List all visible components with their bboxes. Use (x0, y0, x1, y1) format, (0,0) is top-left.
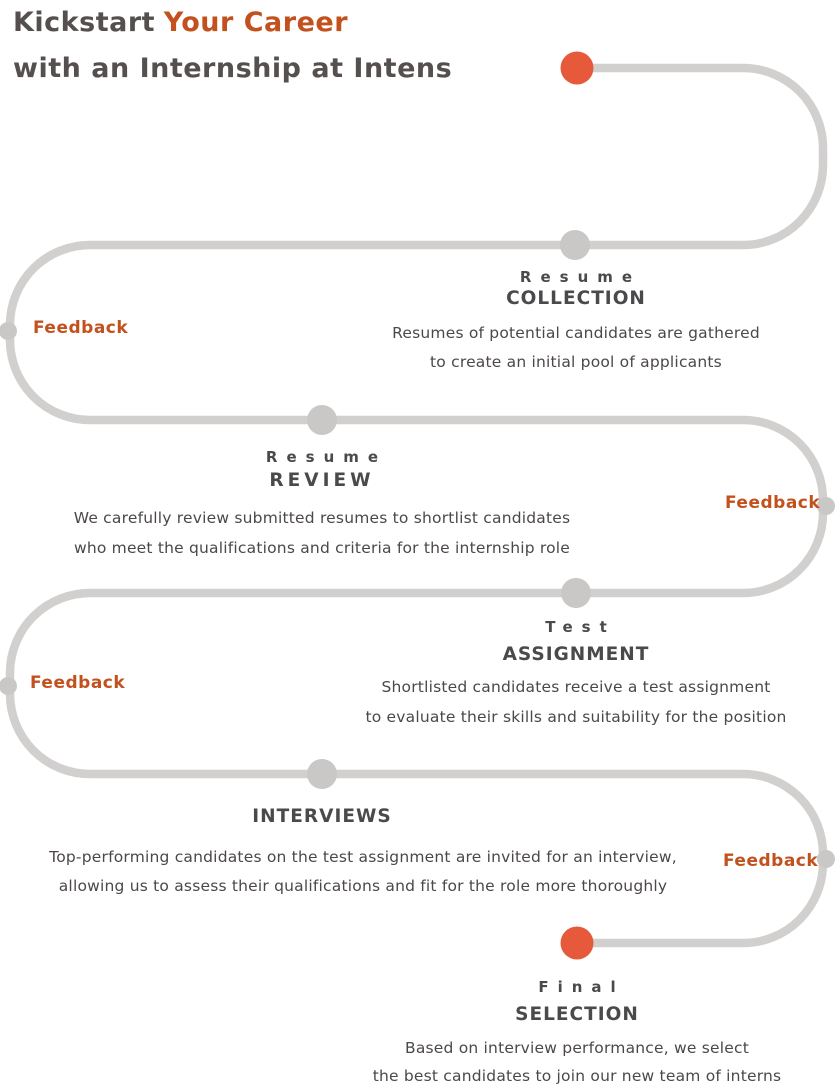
feedback-dot-1 (0, 322, 17, 340)
step-description-line1: We carefully review submitted resumes to… (73, 509, 571, 527)
step-description-line1: Resumes of potential candidates are gath… (392, 324, 760, 342)
step-kicker: Resume (265, 448, 388, 466)
node-dot-test-assignment (561, 578, 591, 608)
feedback-dot-2 (817, 497, 835, 515)
start-dot (560, 51, 594, 85)
step-title: INTERVIEWS (252, 806, 392, 827)
feedback-dot-3 (0, 677, 17, 695)
page-title-line2: with an Internship at Intens (13, 53, 453, 84)
node-dot-resume-review (307, 405, 337, 435)
step-resume-review: Resume REVIEW We carefully review submit… (42, 448, 602, 557)
step-description-line2: to evaluate their skills and suitability… (365, 708, 787, 726)
feedback-label-2: Feedback (725, 493, 821, 513)
step-kicker: Final (538, 978, 625, 996)
step-description-line1: Based on interview performance, we selec… (405, 1039, 749, 1057)
step-resume-collection: Resume COLLECTION Resumes of potential c… (336, 268, 816, 371)
step-interviews: INTERVIEWS Top-performing candidates on … (23, 806, 703, 895)
step-title: COLLECTION (506, 288, 646, 309)
step-description-line2: allowing us to assess their qualificatio… (58, 877, 668, 895)
step-title: ASSIGNMENT (502, 644, 650, 665)
step-description-line2: the best candidates to join our new team… (372, 1067, 782, 1085)
node-dot-resume-collection (560, 230, 590, 260)
step-title: REVIEW (269, 470, 375, 491)
step-description-line1: Top-performing candidates on the test as… (49, 848, 677, 866)
title-word-kickstart: Kickstart (13, 7, 156, 38)
feedback-dot-4 (817, 850, 835, 868)
step-title: SELECTION (515, 1004, 639, 1025)
feedback-label-4: Feedback (723, 851, 819, 871)
step-kicker: Test (545, 618, 616, 636)
step-final-selection: Final SELECTION Based on interview perfo… (337, 978, 817, 1085)
node-dot-interviews (307, 759, 337, 789)
step-test-assignment: Test ASSIGNMENT Shortlisted candidates r… (336, 618, 816, 726)
step-kicker: Resume (519, 268, 642, 286)
title-accent-your-career: Your Career (163, 7, 349, 38)
end-dot (560, 926, 594, 960)
step-description-line2: to create an initial pool of applicants (430, 353, 722, 371)
feedback-label-3: Feedback (30, 673, 126, 693)
step-description-line2: who meet the qualifications and criteria… (73, 539, 571, 557)
step-description-line1: Shortlisted candidates receive a test as… (381, 678, 771, 696)
feedback-label-1: Feedback (33, 318, 129, 338)
